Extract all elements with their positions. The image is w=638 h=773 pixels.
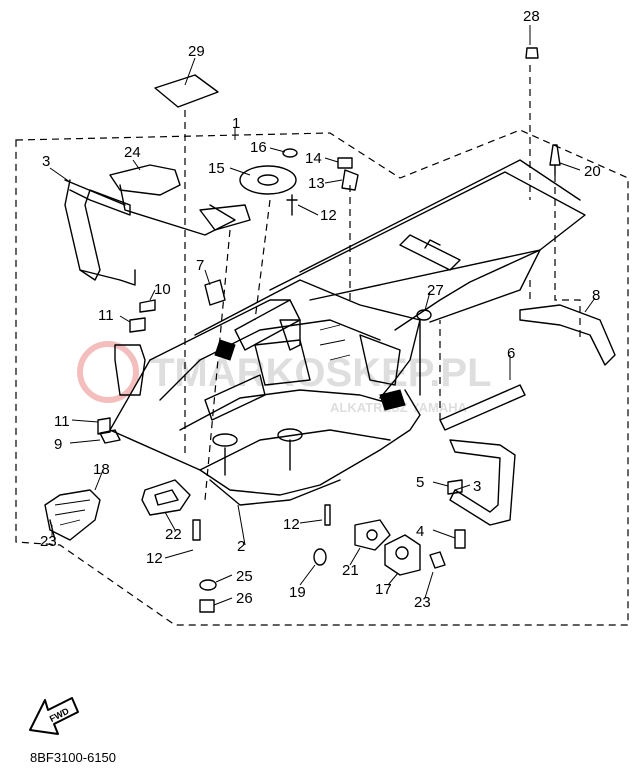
callout-8: 8 [592,287,600,304]
tag-29 [154,74,219,108]
callout-12-left: 12 [146,550,163,567]
callout-7: 7 [196,257,204,274]
callout-3-right: 3 [473,478,481,495]
frame-body [109,159,586,506]
callout-13: 13 [308,175,325,192]
callout-14: 14 [305,150,322,167]
callout-26: 26 [236,590,253,607]
part-code: 8BF3100-6150 [30,750,117,765]
callout-18: 18 [93,461,110,478]
hardware [49,47,561,613]
callout-28: 28 [523,8,540,25]
callout-27: 27 [427,282,444,299]
callout-25: 25 [236,568,253,585]
callout-2: 2 [237,538,245,555]
watermark-main: TMARKOSKEP.PL [150,351,492,395]
assembly-boundary [15,129,629,626]
callout-15: 15 [208,160,225,177]
callout-1: 1 [232,115,240,132]
callout-6: 6 [507,345,515,362]
callout-4: 4 [416,523,424,540]
callout-23-right: 23 [414,594,431,611]
callout-21: 21 [342,562,359,579]
callout-12-center: 12 [283,516,300,533]
mount-21 [354,519,391,551]
callout-23-left: 23 [40,533,57,550]
callout-11-top: 11 [98,307,114,324]
callout-29: 29 [188,43,205,60]
callout-11-bottom: 11 [54,413,70,430]
callout-19: 19 [289,584,306,601]
callout-5: 5 [416,474,424,491]
callout-22: 22 [165,526,182,543]
watermark: TMARKOSKEP.PL ALKATRÉSZ YAMAHA [77,341,492,415]
mount-17 [384,534,421,576]
callout-10: 10 [154,281,171,298]
callout-12-top: 12 [320,207,337,224]
gasket-22 [141,479,191,516]
callout-9: 9 [54,436,62,453]
reference-lines [184,65,581,501]
callout-17: 17 [375,581,392,598]
callout-16: 16 [250,139,267,156]
callouts: 28 29 1 3 24 16 15 14 13 12 20 7 10 11 8… [40,8,601,611]
fwd-arrow-icon: FWD [29,697,79,735]
leader-lines [49,25,596,606]
bracket-8 [519,304,616,366]
front-bumper [109,164,181,196]
front-guard-left [64,179,131,281]
rear-guard-right [449,439,516,526]
watermark-sub: ALKATRÉSZ YAMAHA [330,400,468,415]
callout-20: 20 [584,163,601,180]
rail-6 [439,384,526,431]
callout-3-left: 3 [42,153,50,170]
callout-24: 24 [124,144,141,161]
